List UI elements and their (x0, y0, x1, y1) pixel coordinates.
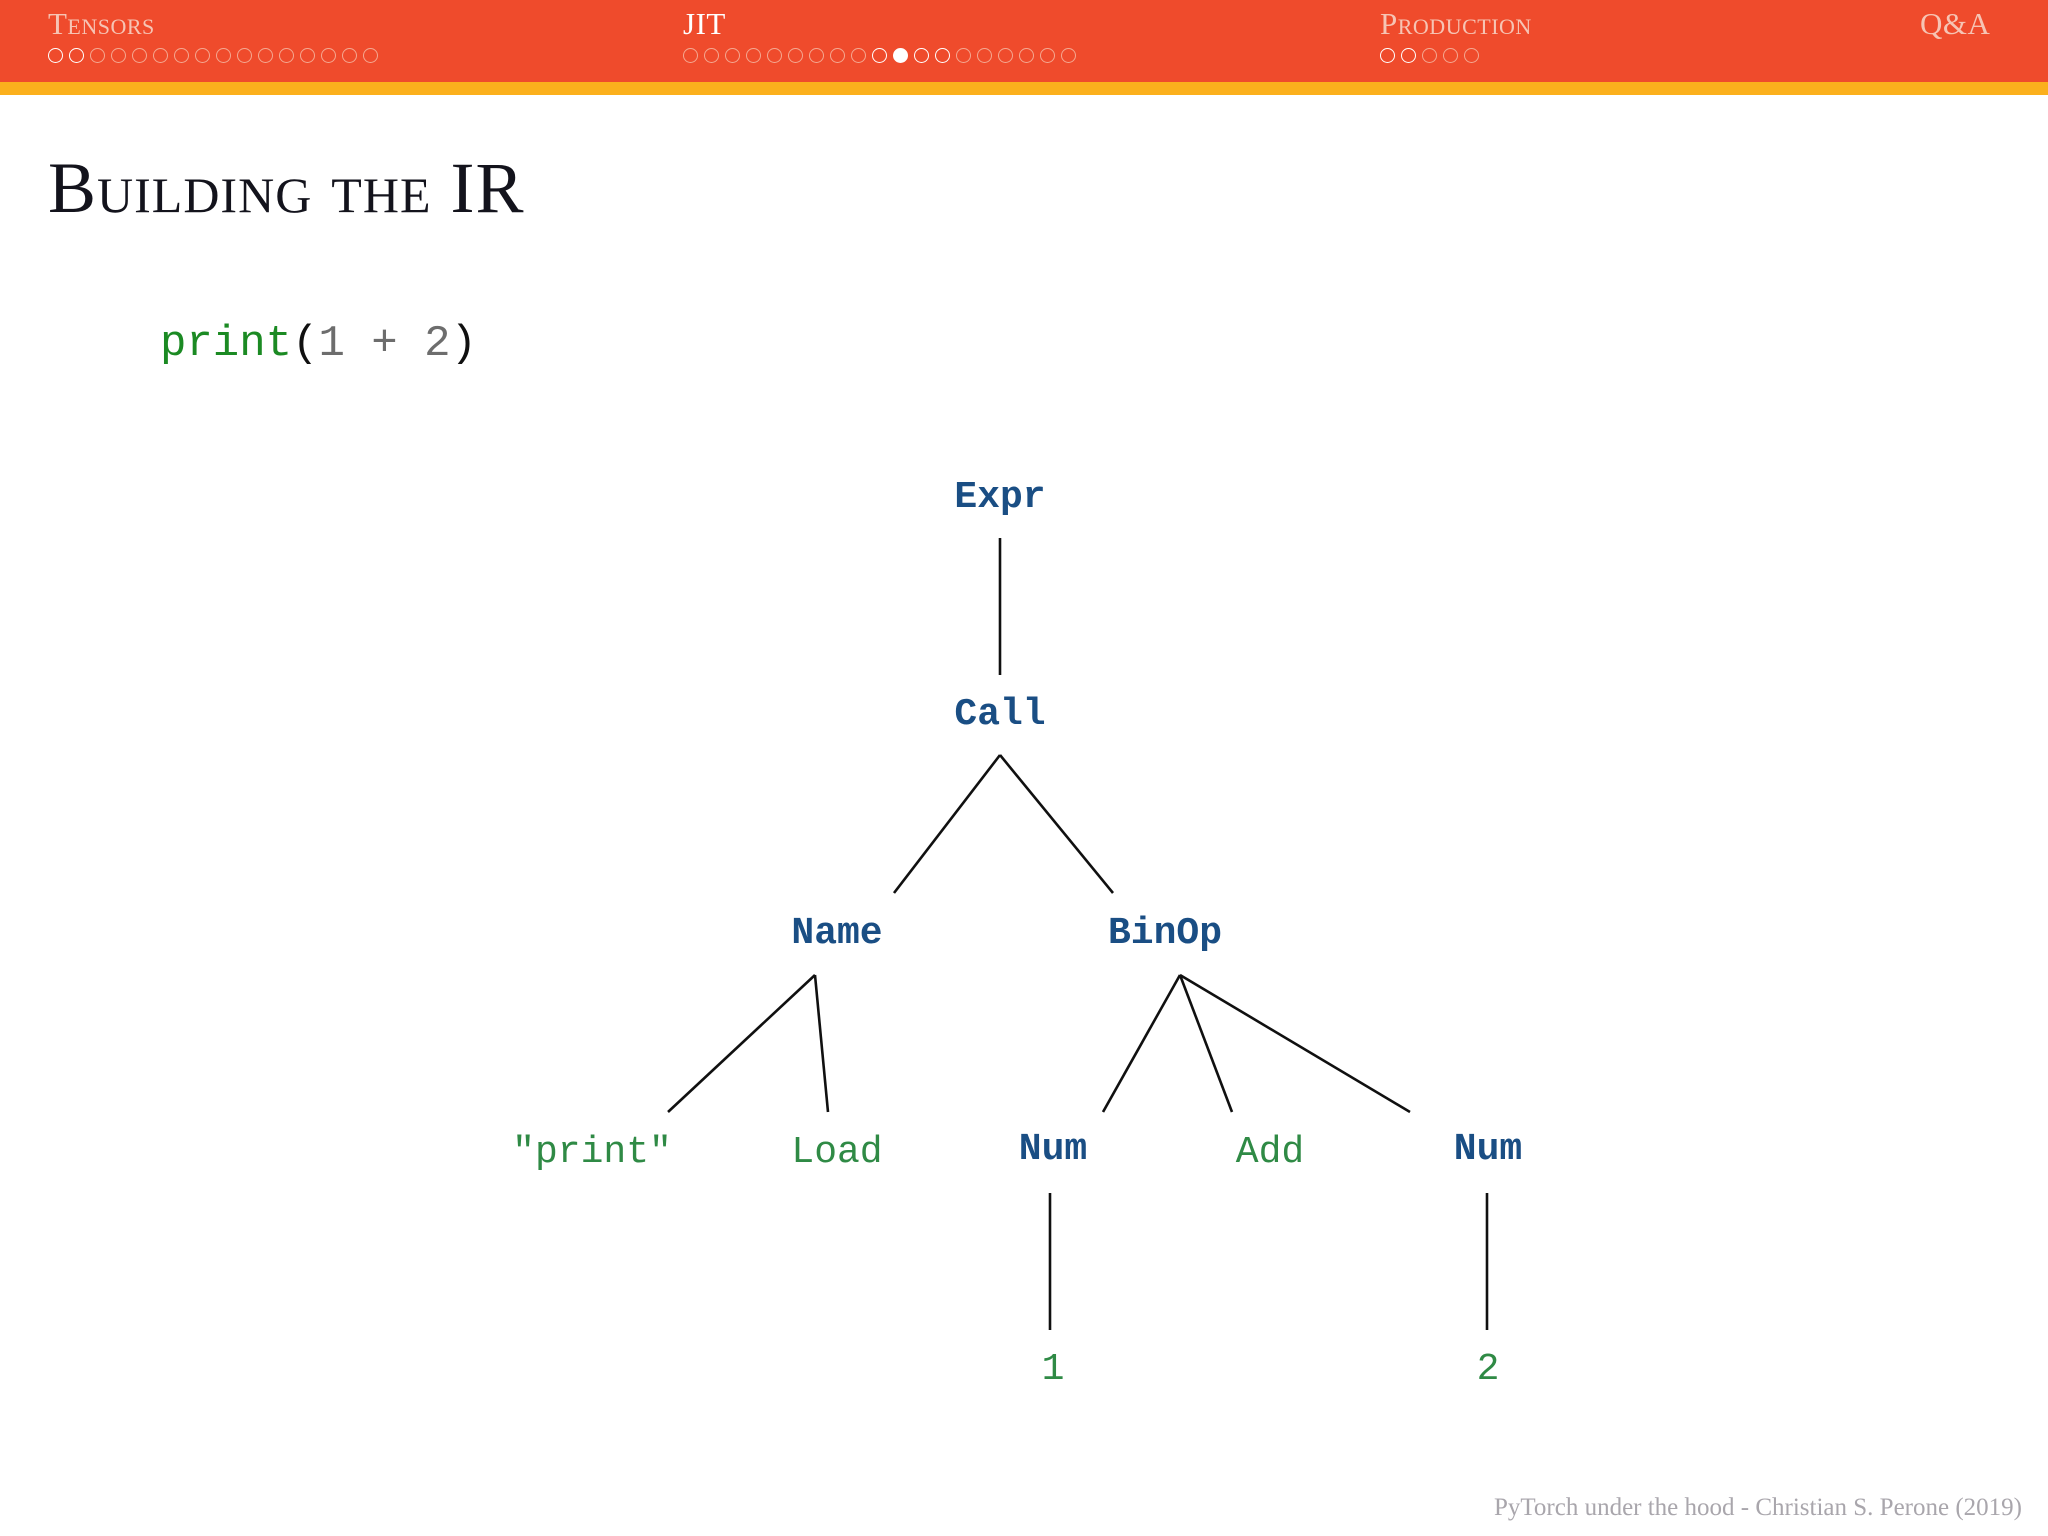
nav-progress-dot[interactable] (872, 48, 887, 63)
code-snippet: print(1 + 2) (160, 322, 477, 366)
nav-progress-dot[interactable] (998, 48, 1013, 63)
nav-progress-dot[interactable] (956, 48, 971, 63)
nav-section-q-a[interactable]: Q&A (1920, 0, 1990, 82)
nav-progress-dot[interactable] (767, 48, 782, 63)
nav-section-label: Tensors (48, 6, 155, 41)
nav-section-tensors[interactable]: Tensors (48, 0, 378, 82)
nav-progress-dot[interactable] (300, 48, 315, 63)
ast-node-value2: 2 (1476, 1348, 1500, 1391)
code-token-function: print (160, 319, 293, 369)
ast-edge-name-to-print (667, 974, 816, 1113)
ast-edge-binop-to-add (1178, 974, 1234, 1113)
code-token-open-paren: ( (292, 319, 319, 369)
ast-edge-binop-to-num2 (1179, 973, 1411, 1114)
nav-progress-dot[interactable] (321, 48, 336, 63)
navigation-accent-rule (0, 82, 2048, 95)
code-token-close-paren: ) (450, 319, 477, 369)
page-title: Building the IR (48, 148, 525, 228)
nav-progress-dot[interactable] (1061, 48, 1076, 63)
ast-edge-call-to-name (892, 754, 1002, 894)
nav-progress-dot[interactable] (1464, 48, 1479, 63)
nav-progress-dot[interactable] (1401, 48, 1416, 63)
ast-tree-edges (667, 538, 1489, 1330)
nav-progress-dot[interactable] (725, 48, 740, 63)
ast-node-binop: BinOp (1107, 912, 1223, 955)
code-token-arg-left: 1 (318, 319, 345, 369)
nav-progress-dot[interactable] (914, 48, 929, 63)
nav-section-label: Q&A (1920, 6, 1991, 41)
nav-progress-dot[interactable] (342, 48, 357, 63)
nav-progress-dot[interactable] (258, 48, 273, 63)
ast-edge-binop-to-num1 (1101, 974, 1182, 1113)
nav-progress-dot[interactable] (174, 48, 189, 63)
nav-progress-dot[interactable] (1019, 48, 1034, 63)
nav-progress-dot[interactable] (237, 48, 252, 63)
ast-edge-name-to-load (813, 974, 830, 1113)
nav-progress-dot[interactable] (363, 48, 378, 63)
nav-progress-dot[interactable] (1443, 48, 1458, 63)
nav-progress-dot[interactable] (977, 48, 992, 63)
nav-progress-dot[interactable] (893, 48, 908, 63)
code-token-operator: + (371, 319, 398, 369)
nav-section-production[interactable]: Production (1380, 0, 1532, 82)
ast-node-num1: Num (1018, 1128, 1088, 1171)
nav-progress-dots (683, 48, 1076, 63)
nav-section-label: JIT (683, 6, 726, 41)
code-token-space-1 (345, 319, 371, 369)
top-navigation-bar (0, 0, 2048, 82)
ast-node-name: Name (791, 912, 883, 955)
nav-section-label: Production (1380, 6, 1532, 41)
ast-node-load: Load (791, 1131, 883, 1174)
ast-node-num2: Num (1453, 1128, 1523, 1171)
nav-progress-dot[interactable] (935, 48, 950, 63)
nav-progress-dot[interactable] (90, 48, 105, 63)
footer-attribution: PyTorch under the hood - Christian S. Pe… (1493, 1494, 2022, 1521)
nav-progress-dot[interactable] (195, 48, 210, 63)
nav-progress-dot[interactable] (851, 48, 866, 63)
nav-progress-dot[interactable] (683, 48, 698, 63)
nav-progress-dot[interactable] (132, 48, 147, 63)
nav-progress-dot[interactable] (1380, 48, 1395, 63)
nav-progress-dot[interactable] (830, 48, 845, 63)
ast-edge-call-to-binop (998, 754, 1115, 894)
nav-progress-dot[interactable] (216, 48, 231, 63)
nav-progress-dot[interactable] (1040, 48, 1055, 63)
nav-section-jit[interactable]: JIT (683, 0, 1076, 82)
nav-progress-dot[interactable] (111, 48, 126, 63)
nav-progress-dot[interactable] (48, 48, 63, 63)
nav-progress-dot[interactable] (279, 48, 294, 63)
nav-progress-dot[interactable] (704, 48, 719, 63)
nav-progress-dot[interactable] (153, 48, 168, 63)
nav-progress-dot[interactable] (746, 48, 761, 63)
nav-progress-dots (48, 48, 378, 63)
nav-progress-dot[interactable] (809, 48, 824, 63)
ast-node-call: Call (954, 693, 1046, 736)
nav-progress-dot[interactable] (1422, 48, 1437, 63)
ast-node-expr: Expr (954, 476, 1046, 519)
nav-progress-dot[interactable] (69, 48, 84, 63)
ast-node-value1: 1 (1041, 1348, 1065, 1391)
nav-progress-dot[interactable] (788, 48, 803, 63)
nav-progress-dots (1380, 48, 1532, 63)
ast-node-print: "print" (512, 1131, 672, 1174)
ast-node-add: Add (1235, 1131, 1305, 1174)
code-token-arg-right: 2 (424, 319, 451, 369)
code-token-space-2 (398, 319, 424, 369)
